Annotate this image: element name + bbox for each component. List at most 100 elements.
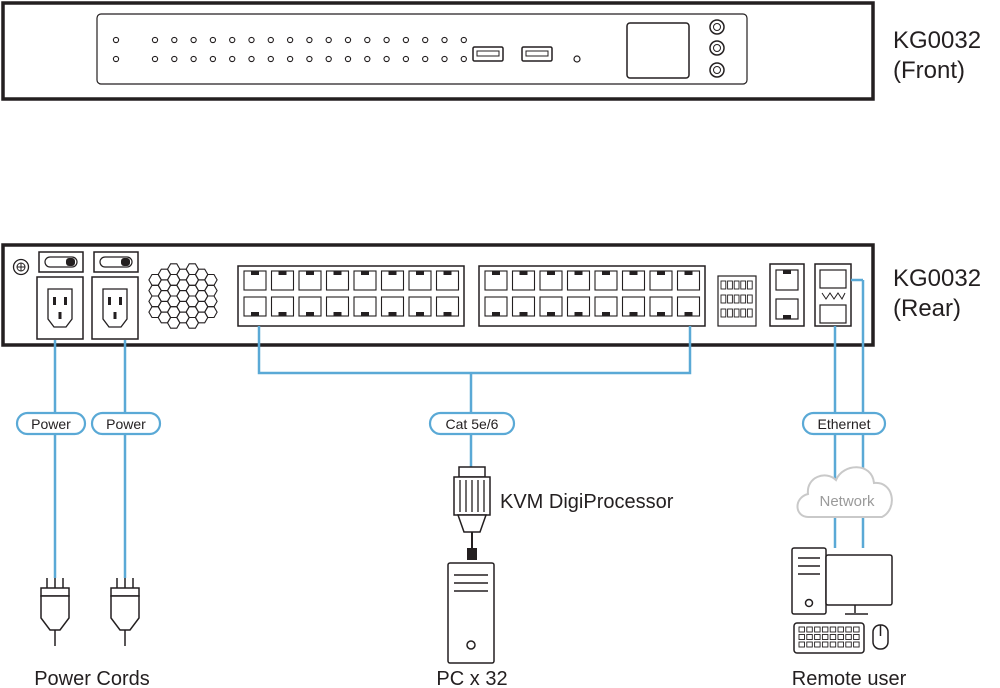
rj45-port-latch bbox=[602, 312, 610, 316]
rj45-port-latch bbox=[278, 271, 287, 275]
led-dot bbox=[402, 55, 410, 63]
kvm-digiprocessor-label: KVM DigiProcessor bbox=[500, 491, 674, 513]
rj45-port-latch bbox=[657, 312, 665, 316]
front-lcd-display bbox=[626, 22, 690, 79]
rj45-port-latch bbox=[443, 271, 452, 275]
power-plug-icon-1 bbox=[40, 578, 70, 646]
led-dot bbox=[151, 55, 159, 63]
terminal-block bbox=[717, 275, 757, 327]
console-ports bbox=[769, 263, 805, 327]
led-dot bbox=[209, 36, 217, 44]
kvm-port-bank-1 bbox=[237, 265, 465, 327]
terminal-pin bbox=[746, 294, 753, 304]
svg-text:Power: Power bbox=[31, 416, 71, 432]
led-dot bbox=[248, 36, 255, 44]
keyboard-key bbox=[829, 626, 837, 633]
led-dot bbox=[402, 36, 410, 44]
led-dot bbox=[422, 36, 429, 44]
rj45-port-latch bbox=[519, 271, 528, 275]
led-dot bbox=[112, 55, 120, 63]
rj45-port-latch bbox=[684, 271, 693, 275]
vent-hex bbox=[204, 306, 218, 319]
power-cable-label-2: Power bbox=[90, 411, 162, 436]
front-led-indicators bbox=[112, 36, 467, 63]
rj45-port-latch bbox=[629, 271, 638, 275]
led-dot bbox=[422, 55, 429, 63]
led-dot bbox=[325, 36, 332, 44]
rear-view-label: (Rear) bbox=[893, 295, 961, 322]
led-dot bbox=[364, 55, 371, 63]
rj45-port-latch bbox=[547, 312, 555, 316]
keyboard-key bbox=[837, 634, 844, 640]
keyboard-key bbox=[837, 641, 844, 648]
cat-cable-label: Cat 5e/6 bbox=[428, 411, 516, 436]
front-reset-hole bbox=[573, 55, 581, 63]
keyboard-key bbox=[853, 634, 860, 640]
power-cable-label-1: Power bbox=[15, 411, 87, 436]
led-dot bbox=[286, 36, 294, 44]
front-control-buttons bbox=[709, 19, 725, 78]
ground-screw-icon bbox=[12, 258, 30, 276]
keyboard-key bbox=[798, 641, 805, 648]
rj45-port-latch bbox=[361, 312, 369, 316]
rj45-port-latch bbox=[492, 312, 500, 316]
led-dot bbox=[267, 36, 274, 44]
rj45-port-latch bbox=[388, 312, 397, 316]
terminal-pin bbox=[733, 308, 740, 318]
keyboard-key bbox=[845, 641, 852, 648]
rj45-port-latch bbox=[492, 271, 500, 275]
terminal-pin bbox=[733, 280, 740, 290]
remote-computer-icon bbox=[791, 547, 893, 654]
terminal-pin bbox=[720, 308, 727, 318]
keyboard-key bbox=[853, 626, 860, 633]
network-cloud-icon: Network bbox=[796, 466, 893, 518]
led-dot bbox=[344, 55, 352, 63]
rj45-port-latch bbox=[416, 312, 424, 316]
pc-tower-icon bbox=[447, 562, 495, 664]
keyboard-key bbox=[837, 626, 844, 633]
network-label: Network bbox=[819, 493, 875, 510]
rj45-port-latch bbox=[388, 271, 397, 275]
rj45-port-latch bbox=[306, 312, 314, 316]
led-dot bbox=[190, 36, 197, 44]
kvm-digiprocessor-icon bbox=[453, 466, 491, 560]
svg-text:Ethernet: Ethernet bbox=[818, 416, 871, 432]
led-dot bbox=[286, 55, 294, 63]
keyboard-key bbox=[798, 626, 805, 633]
rj45-port-latch bbox=[684, 312, 693, 316]
power-switch-1 bbox=[38, 251, 84, 273]
terminal-pin bbox=[727, 308, 733, 318]
led-dot bbox=[229, 55, 236, 63]
led-dot bbox=[344, 36, 352, 44]
rj45-port-latch bbox=[278, 312, 287, 316]
fan-vent-icon bbox=[148, 263, 218, 329]
terminal-pin bbox=[727, 280, 733, 290]
rj45-port-latch bbox=[574, 271, 583, 275]
led-dot bbox=[151, 36, 159, 44]
led-dot bbox=[441, 36, 448, 44]
power-switch-2 bbox=[93, 251, 139, 273]
front-usb-port-2 bbox=[521, 46, 553, 62]
power-socket-2 bbox=[91, 276, 139, 340]
front-view-label: (Front) bbox=[893, 57, 965, 84]
keyboard-key bbox=[845, 626, 852, 633]
terminal-pin bbox=[733, 294, 740, 304]
terminal-pin bbox=[740, 294, 747, 304]
ethernet-cable-label: Ethernet bbox=[801, 411, 887, 436]
lan-ports bbox=[814, 263, 852, 327]
terminal-pin bbox=[720, 294, 727, 304]
led-dot bbox=[383, 55, 390, 63]
terminal-pin bbox=[740, 280, 747, 290]
led-dot bbox=[267, 55, 274, 63]
front-model-label: KG0032 bbox=[893, 27, 981, 54]
rj45-port-latch bbox=[333, 312, 342, 316]
kvm-port-bank-2 bbox=[478, 265, 706, 327]
keyboard-keys bbox=[798, 626, 860, 648]
keyboard-key bbox=[798, 634, 805, 640]
led-dot bbox=[306, 36, 313, 44]
keyboard-key bbox=[806, 634, 813, 640]
rear-model-label: KG0032 bbox=[893, 265, 981, 292]
terminal-pin bbox=[727, 294, 733, 304]
led-dot bbox=[248, 55, 255, 63]
